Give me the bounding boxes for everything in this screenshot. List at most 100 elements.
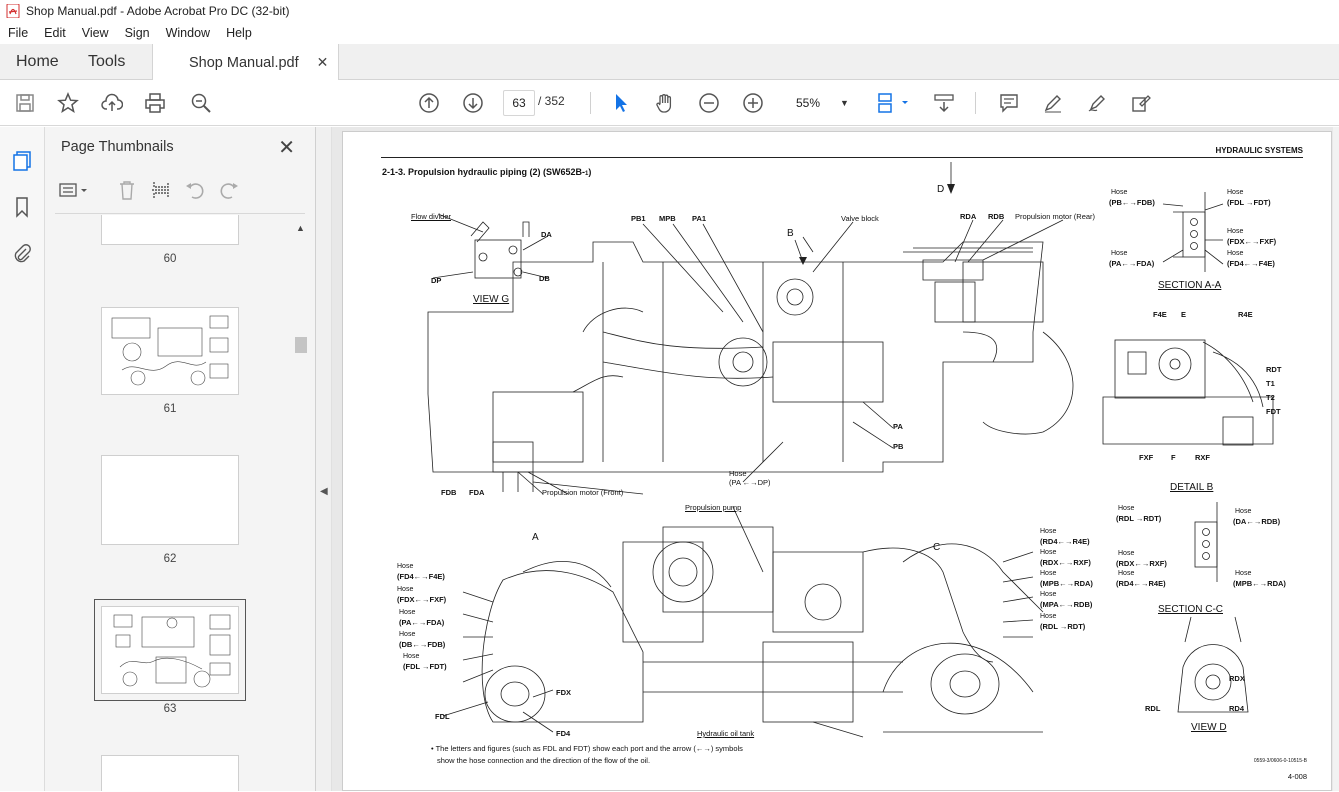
section-aa-hose: (FDX←→FXF) xyxy=(1227,237,1277,246)
next-page-icon[interactable] xyxy=(461,91,485,115)
thumbnail-page[interactable] xyxy=(101,755,239,791)
attachments-icon[interactable] xyxy=(10,241,34,265)
thumbnail-page-selected[interactable] xyxy=(94,599,246,701)
thumbnail-page[interactable] xyxy=(101,307,239,395)
tab-tools[interactable]: Tools xyxy=(88,53,126,70)
scroll-mode-icon[interactable] xyxy=(932,91,956,115)
label-rdl: RDL xyxy=(1145,704,1161,713)
label-t1: T1 xyxy=(1266,379,1275,388)
panel-toolbar xyxy=(57,175,251,205)
section-aa-hose: (FD4←→F4E) xyxy=(1227,259,1275,268)
menu-help[interactable]: Help xyxy=(226,26,252,40)
scroll-up-icon[interactable]: ▲ xyxy=(296,223,305,233)
section-heading-text: 2-1-3. Propulsion hydraulic piping (2) (… xyxy=(382,167,586,177)
label-a: A xyxy=(532,532,539,543)
hose-label: Hose xyxy=(397,586,414,593)
fit-page-icon[interactable] xyxy=(875,91,911,115)
thumbnail-scrollbar[interactable]: ▲ xyxy=(292,219,308,787)
toolbar-divider xyxy=(590,92,591,114)
label-pa1: PA1 xyxy=(692,214,707,223)
thumbnail-label: 60 xyxy=(163,253,177,265)
rotate-left-icon[interactable] xyxy=(183,178,207,202)
bookmarks-icon[interactable] xyxy=(10,195,34,219)
previous-page-icon[interactable] xyxy=(417,91,441,115)
section-cc-hose: (DA←→RDB) xyxy=(1233,517,1281,526)
label-fdb: FDB xyxy=(441,488,457,497)
hose-label: Hose xyxy=(1118,570,1135,577)
sign-icon[interactable] xyxy=(1085,91,1109,115)
thumbnail-page[interactable] xyxy=(101,215,239,245)
zoom-level-value: 55% xyxy=(796,96,821,110)
label-view-d: VIEW D xyxy=(1191,722,1227,733)
save-icon[interactable] xyxy=(13,91,37,115)
menu-sign[interactable]: Sign xyxy=(124,26,150,40)
menu-window[interactable]: Window xyxy=(165,26,211,40)
hand-tool-icon[interactable] xyxy=(653,91,677,115)
section-aa-hose: (PA←→FDA) xyxy=(1109,259,1155,268)
page-number-footer: 4-008 xyxy=(1287,772,1307,781)
label-detail-b: DETAIL B xyxy=(1170,482,1214,493)
zoom-in-icon[interactable] xyxy=(741,91,765,115)
select-cursor-icon[interactable] xyxy=(609,91,633,115)
menu-bar: File Edit View Sign Window Help xyxy=(0,22,1339,44)
hose-label: Hose xyxy=(1111,189,1128,196)
close-panel-icon[interactable]: ✕ xyxy=(278,137,295,159)
extract-page-icon[interactable] xyxy=(149,178,173,202)
window-title: Shop Manual.pdf - Adobe Acrobat Pro DC (… xyxy=(26,4,290,18)
hose-label: Hose xyxy=(399,609,416,616)
label-db: DB xyxy=(539,274,550,283)
upload-cloud-icon[interactable] xyxy=(100,91,124,115)
rotate-right-icon[interactable] xyxy=(217,178,241,202)
bookmark-star-icon[interactable] xyxy=(56,91,80,115)
document-scrollbar[interactable] xyxy=(1333,127,1339,791)
document-viewer[interactable]: HYDRAULIC SYSTEMS 2-1-3. Propulsion hydr… xyxy=(332,127,1339,791)
thumbnail-page[interactable] xyxy=(101,455,239,545)
drawing-code: 0559-3/0606-0-10515-B xyxy=(1253,758,1307,764)
panel-collapse-handle[interactable]: ◀ xyxy=(316,127,332,791)
highlight-pen-icon[interactable] xyxy=(1041,91,1065,115)
delete-page-icon[interactable] xyxy=(115,178,139,202)
menu-view[interactable]: View xyxy=(81,26,109,40)
hose-label: Hose xyxy=(397,563,414,570)
thumbnail-options-icon[interactable] xyxy=(57,178,91,202)
scroll-thumb[interactable] xyxy=(295,337,307,353)
menu-file[interactable]: File xyxy=(8,26,29,40)
label-pa: PA xyxy=(893,422,903,431)
label-propulsion-pump: Propulsion pump xyxy=(685,503,742,512)
thumbnail-label: 62 xyxy=(163,553,177,565)
toolbar: 63 / 352 55% ▼ xyxy=(0,80,1339,126)
label-fdl: FDL xyxy=(435,712,450,721)
chevron-down-icon: ▼ xyxy=(840,98,849,108)
header-rule xyxy=(381,157,1303,158)
comment-icon[interactable] xyxy=(997,91,1021,115)
zoom-level-dropdown[interactable]: 55% ▼ xyxy=(780,90,854,116)
menu-edit[interactable]: Edit xyxy=(44,26,66,40)
label-fdt: FDT xyxy=(1266,407,1281,416)
chevron-left-icon: ◀ xyxy=(320,486,328,497)
hose-label: Hose xyxy=(1118,550,1135,557)
hose-right: (MPA←→RDB) xyxy=(1040,600,1093,609)
label-flow-divider: Flow divider xyxy=(411,212,452,221)
label-pb1: PB1 xyxy=(631,214,646,223)
label-view-g: VIEW G xyxy=(473,294,510,305)
hose-label: Hose xyxy=(1040,570,1057,577)
label-da: DA xyxy=(541,230,552,239)
fill-sign-icon[interactable] xyxy=(1129,91,1153,115)
print-icon[interactable] xyxy=(143,91,167,115)
tab-home[interactable]: Home xyxy=(16,53,59,70)
zoom-out-icon[interactable] xyxy=(697,91,721,115)
tab-document[interactable]: Shop Manual.pdf ✕ xyxy=(152,44,340,81)
hose-right: (RDL →RDT) xyxy=(1040,622,1086,631)
label-hose-pa-dp: (PA ←→DP) xyxy=(729,478,771,487)
zoom-search-icon[interactable] xyxy=(189,91,213,115)
section-aa-hose: (PB←→FDB) xyxy=(1109,198,1155,207)
page-thumbnails-icon[interactable] xyxy=(10,149,34,173)
section-cc-hose: (RD4←→R4E) xyxy=(1116,579,1166,588)
note-line-2: show the hose connection and the directi… xyxy=(437,756,651,765)
section-cc-hose: (RDX←→RXF) xyxy=(1116,559,1167,568)
hose-right: (RDX←→RXF) xyxy=(1040,558,1091,567)
page-number-input[interactable]: 63 xyxy=(503,90,535,116)
acrobat-icon xyxy=(6,4,20,18)
label-c: C xyxy=(933,542,941,553)
close-tab-icon[interactable]: ✕ xyxy=(316,54,329,70)
